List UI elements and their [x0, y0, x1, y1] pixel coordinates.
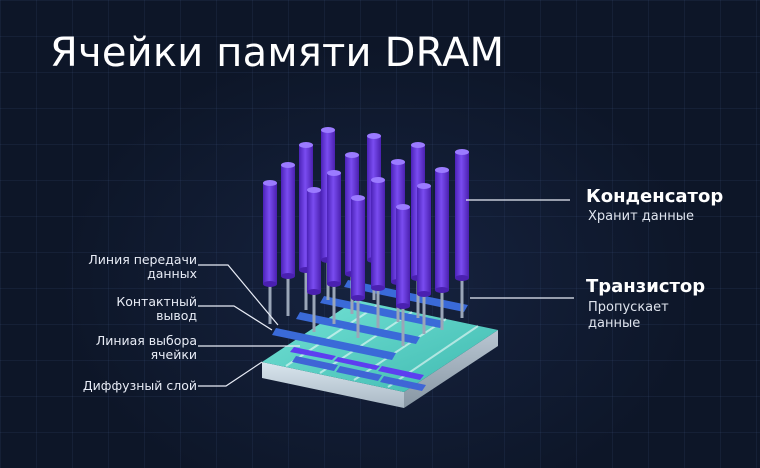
capacitor-pillar [396, 207, 410, 306]
capacitor-pillar-cap [417, 183, 431, 189]
contact-post [376, 288, 380, 328]
label-select-line: Линиая выбора ячейки [96, 334, 197, 362]
contact-post [332, 284, 336, 324]
capacitor-pillar-base [435, 287, 449, 293]
capacitor-pillar-cap [307, 187, 321, 193]
leader-data-line [198, 264, 279, 326]
capacitor-pillar-base [281, 273, 295, 279]
contact-post [416, 278, 420, 318]
capacitor-desc-text: Хранит данные [588, 209, 694, 224]
capacitor-pillar-base [455, 275, 469, 281]
label-contact-2: вывод [156, 308, 197, 323]
transistor-title: Транзистор [586, 276, 706, 297]
contact-post [440, 290, 444, 330]
label-diffusion: Диффузный слой [83, 379, 197, 393]
capacitor-pillar-cap [411, 142, 425, 148]
transistor-desc-1: Пропускает [588, 300, 669, 315]
substrate-grooves [285, 304, 479, 388]
capacitor-pillar [435, 170, 449, 290]
contact-post [312, 292, 316, 332]
transistor-desc: Пропускает данные [588, 300, 669, 332]
substrate-left-face [262, 362, 404, 408]
capacitor-pillar [417, 186, 431, 294]
capacitor-pillar-cap [281, 162, 295, 168]
contact-post [286, 276, 290, 316]
contact-post [422, 294, 426, 334]
select-lines [290, 347, 426, 391]
capacitor-pillar-base [351, 295, 365, 301]
capacitor-pillar [455, 152, 469, 278]
contact-post [268, 284, 272, 324]
contact-post [460, 278, 464, 318]
contact-post [356, 298, 360, 338]
capacitor-pillar [351, 198, 365, 298]
capacitor-pillar-cap [263, 180, 277, 186]
contact-post [304, 270, 308, 310]
leader-lines [198, 199, 574, 387]
capacitor-pillar-cap [367, 133, 381, 139]
substrate-right-face [404, 330, 498, 408]
capacitor-pillar-cap [299, 142, 313, 148]
leader-contact [198, 305, 273, 331]
capacitor-pillar-cap [321, 127, 335, 133]
capacitor-pillar-base [417, 291, 431, 297]
capacitor-pillar-cap [351, 195, 365, 201]
label-diffusion-1: Диффузный слой [82, 378, 197, 393]
capacitor-pillar-cap [391, 159, 405, 165]
capacitor-pillar-base [263, 281, 277, 287]
capacitor-pillars [263, 127, 469, 346]
capacitor-pillar [307, 190, 321, 292]
label-data-line: Линия передачи данных [88, 253, 197, 281]
capacitor-pillar-cap [371, 177, 385, 183]
capacitor-pillar [371, 180, 385, 288]
transistor-desc-2: данные [588, 316, 641, 331]
label-contact: Контактный вывод [116, 295, 197, 323]
label-data-line-1: Линия передачи [88, 252, 197, 267]
capacitor-pillar-cap [345, 152, 359, 158]
page-title: Ячейки памяти DRAM [50, 30, 505, 76]
capacitor-pillar-base [307, 289, 321, 295]
capacitor-pillar-cap [396, 204, 410, 210]
capacitor-desc: Хранит данные [588, 209, 694, 225]
label-data-line-2: данных [147, 266, 197, 281]
capacitor-pillar [327, 173, 341, 284]
capacitor-title: Конденсатор [586, 186, 724, 207]
label-select-line-2: ячейки [150, 347, 197, 362]
label-contact-1: Контактный [116, 294, 197, 309]
capacitor-pillar-base [396, 303, 410, 309]
leader-diffusion [198, 361, 263, 387]
capacitor-pillar [263, 183, 277, 284]
capacitor-pillar-cap [435, 167, 449, 173]
capacitor-pillar [281, 165, 295, 276]
capacitor-pillar-cap [455, 149, 469, 155]
capacitor-pillar-base [371, 285, 385, 291]
contact-post [401, 306, 405, 346]
capacitor-pillar-base [327, 281, 341, 287]
label-select-line-1: Линиая выбора [95, 333, 197, 348]
capacitor-pillar-cap [327, 170, 341, 176]
